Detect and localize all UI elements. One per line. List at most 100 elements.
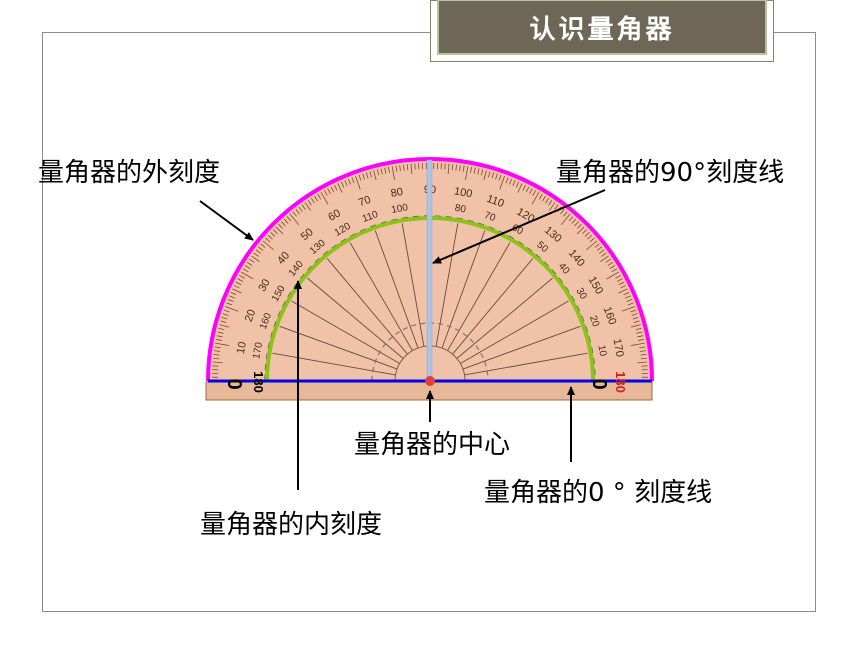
- protractor-spoke: [462, 325, 581, 370]
- scale-tick: [529, 188, 533, 195]
- protractor-spoke: [464, 352, 588, 376]
- scale-tick: [473, 167, 476, 174]
- scale-tick: [618, 281, 625, 286]
- scale-tick: [275, 226, 284, 235]
- scale-tick: [281, 221, 286, 227]
- scale-tick: [447, 163, 450, 174]
- scale-tick: [358, 174, 362, 181]
- scale-tick: [488, 171, 491, 178]
- scale-tick: [465, 166, 469, 181]
- scale-tick: [215, 342, 230, 346]
- scale-tick: [314, 195, 318, 202]
- scale-tick: [376, 169, 380, 176]
- scale-tick: [631, 313, 638, 316]
- scale-tick: [344, 180, 348, 187]
- scale-tick: [330, 186, 335, 193]
- ninety-degree-line: [426, 159, 433, 382]
- protractor-spoke: [435, 223, 459, 347]
- outer-scale-number: 170: [611, 338, 626, 358]
- scale-ticks: [212, 163, 648, 382]
- scale-tick: [307, 200, 312, 206]
- scale-tick: [509, 178, 513, 185]
- scale-tick: [222, 313, 229, 316]
- scale-tick: [272, 229, 278, 235]
- scale-tick: [630, 324, 641, 328]
- scale-tick: [609, 265, 616, 269]
- inner-scale-number: 20: [587, 314, 601, 329]
- scale-tick: [323, 190, 328, 196]
- label-outer-scale: 量角器的外刻度: [38, 158, 221, 188]
- outer-scale-number: 160: [601, 305, 619, 326]
- scale-tick: [232, 288, 242, 294]
- scale-tick: [292, 211, 297, 217]
- scale-tick: [611, 268, 618, 273]
- scale-tick: [226, 302, 233, 306]
- scale-tick: [212, 361, 223, 364]
- scale-tick: [600, 255, 609, 263]
- scale-tick: [337, 183, 343, 193]
- scale-tick: [560, 213, 571, 225]
- inner-scale-number: 10: [595, 344, 608, 357]
- scale-tick: [270, 232, 276, 237]
- inner-scale-number: 30: [574, 286, 589, 302]
- scale-tick: [214, 346, 221, 349]
- scale-tick: [265, 237, 271, 243]
- scale-tick: [560, 208, 565, 215]
- scale-tick: [251, 255, 260, 263]
- scale-tick: [213, 354, 220, 356]
- scale-tick: [298, 206, 303, 212]
- scale-tick: [596, 246, 603, 251]
- scale-tick: [317, 193, 322, 200]
- scale-tick: [571, 218, 577, 224]
- scale-tick: [639, 346, 646, 349]
- scale-tick: [607, 261, 614, 266]
- scale-tick: [615, 274, 621, 279]
- scale-tick: [255, 249, 261, 254]
- scale-tick: [369, 171, 372, 178]
- scale-tick: [623, 291, 630, 296]
- scale-tick: [633, 320, 640, 323]
- scale-tick: [637, 361, 648, 364]
- slide-title: 认识量角器: [437, 0, 767, 55]
- scale-tick: [640, 354, 647, 356]
- scale-tick: [262, 240, 274, 251]
- scale-tick: [267, 234, 273, 240]
- scale-tick: [587, 234, 593, 240]
- outer-scale-number: 20: [243, 308, 258, 324]
- scale-tick: [627, 302, 634, 306]
- outer-scale-arc: [206, 157, 654, 382]
- scale-tick: [498, 174, 502, 181]
- scale-tick: [214, 350, 221, 352]
- scale-tick: [455, 164, 457, 171]
- scale-tick: [637, 335, 644, 338]
- scale-tick: [301, 204, 306, 210]
- scale-tick: [459, 165, 461, 172]
- protractor-spoke: [272, 352, 396, 376]
- scale-tick: [483, 170, 487, 181]
- scale-tick: [470, 166, 472, 173]
- scale-tick: [235, 281, 242, 286]
- scale-tick: [584, 232, 590, 237]
- scale-tick: [532, 190, 537, 196]
- scale-tick: [599, 249, 605, 254]
- scale-tick: [542, 195, 546, 202]
- scale-tick: [304, 202, 312, 211]
- scale-tick: [451, 164, 454, 171]
- scale-tick: [244, 265, 251, 269]
- scale-tick: [215, 339, 222, 341]
- scale-tick: [355, 176, 361, 190]
- inner-scale-number: 80: [454, 203, 467, 216]
- scale-tick: [531, 192, 540, 205]
- scale-tick: [260, 243, 266, 248]
- scale-tick: [491, 172, 495, 179]
- inner-scale-number: 160: [258, 311, 274, 331]
- scale-tick: [327, 188, 331, 195]
- arrow-ninety-line: [432, 189, 606, 264]
- protractor-spoke: [374, 230, 419, 349]
- scale-tick: [632, 316, 639, 320]
- scale-tick: [576, 223, 582, 229]
- scale-tick: [522, 184, 526, 191]
- label-zero-line: 量角器的0 ° 刻度线: [484, 478, 713, 508]
- scale-tick: [586, 240, 598, 251]
- scale-tick: [605, 258, 611, 263]
